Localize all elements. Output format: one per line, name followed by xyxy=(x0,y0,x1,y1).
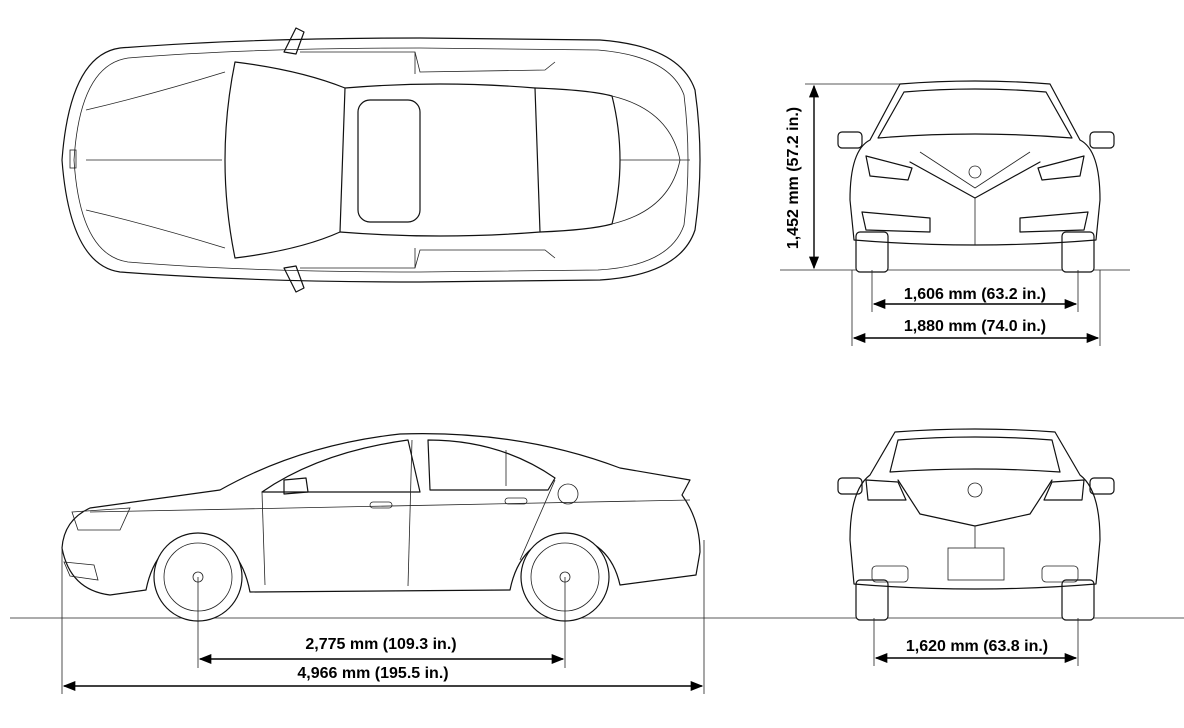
front-track-label: 1,606 mm (63.2 in.) xyxy=(904,286,1046,303)
rear-view xyxy=(837,428,1115,621)
dimension-lines xyxy=(61,83,1101,694)
overall-length-label: 4,966 mm (195.5 in.) xyxy=(297,665,448,682)
wheelbase-label: 2,775 mm (109.3 in.) xyxy=(305,636,456,653)
height-label: 1,452 mm (57.2 in.) xyxy=(785,107,802,249)
front-view xyxy=(780,80,1130,273)
dimension-labels: 1,452 mm (57.2 in.) 1,606 mm (63.2 in.) … xyxy=(297,107,1048,682)
top-view xyxy=(61,27,701,293)
side-view xyxy=(10,433,1184,622)
rear-track-label: 1,620 mm (63.8 in.) xyxy=(906,638,1048,655)
overall-width-label: 1,880 mm (74.0 in.) xyxy=(904,318,1046,335)
